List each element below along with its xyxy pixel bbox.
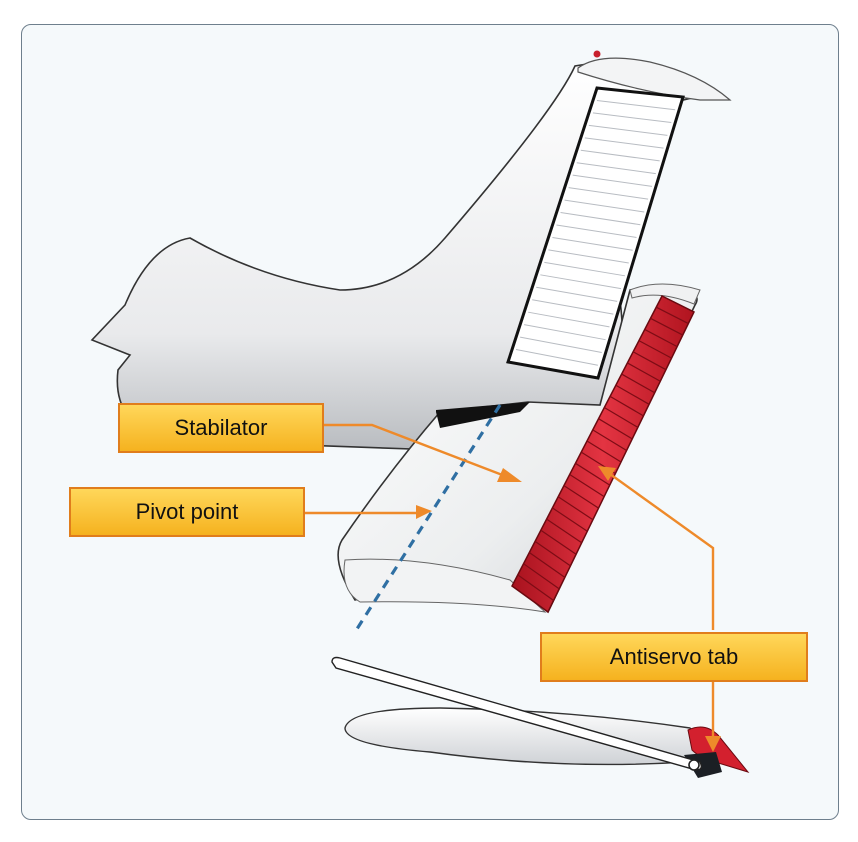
rudder-rib — [556, 224, 637, 238]
rudder-rib — [532, 299, 614, 315]
tab-rib — [609, 395, 644, 417]
rudder-rib — [519, 336, 602, 353]
tab-rib — [534, 540, 571, 567]
tab-rib — [604, 407, 639, 428]
tab-rib — [615, 384, 650, 405]
tab-rib — [627, 362, 661, 382]
tab-rib — [650, 317, 684, 336]
beacon-light — [593, 50, 601, 58]
tab-rib — [569, 473, 605, 498]
tab-rib — [517, 574, 554, 601]
tab-rib — [546, 518, 583, 544]
pivot-axis-line — [353, 404, 502, 633]
rudder-rib — [584, 137, 664, 149]
antiservo-lower-arrowhead — [705, 736, 721, 752]
antiservo-tab-label: Antiservo tab — [609, 644, 739, 669]
tab-rib — [575, 462, 611, 486]
rudder-rib — [540, 274, 622, 290]
tab-rib — [638, 340, 672, 359]
fin-tip-cap — [577, 57, 732, 101]
rudder-rib — [560, 212, 641, 226]
rudder — [506, 86, 685, 380]
tab-rib — [644, 328, 678, 348]
stabilator-label: Stabilator — [174, 415, 268, 440]
rudder-rib — [544, 261, 625, 277]
stabilator-leader — [323, 423, 506, 478]
tab-rib — [552, 507, 588, 532]
rudder-rib — [515, 349, 598, 366]
tab-rib — [621, 373, 655, 394]
tab-rib — [540, 529, 577, 555]
rudder-rib — [536, 286, 618, 302]
pivot-arrowhead — [416, 505, 432, 519]
stabilator-arrowhead — [497, 468, 522, 482]
rudder-rib — [576, 162, 656, 175]
airfoil-section — [331, 656, 750, 778]
pivot-point-callout: Pivot point — [69, 487, 305, 537]
antiservo-upper-arrowhead — [598, 466, 616, 481]
antiservo-tab-surface — [511, 294, 695, 614]
rudder-rib — [524, 324, 606, 341]
rudder-rib — [568, 187, 649, 200]
tab-rib — [528, 552, 566, 578]
antiservo-leader-upper — [609, 473, 715, 630]
tab-rib — [523, 563, 560, 590]
tab-rib — [592, 429, 627, 451]
rudder-rib — [548, 249, 629, 264]
rudder-rib — [580, 149, 660, 162]
rudder-rib — [528, 311, 610, 328]
stabilator-surface — [337, 283, 701, 614]
rudder-rib — [592, 112, 672, 124]
tab-rib — [598, 418, 633, 440]
tab-rib — [586, 440, 622, 463]
tab-rib — [632, 351, 667, 371]
stabilator-callout: Stabilator — [118, 403, 324, 453]
rudder-rib — [572, 174, 653, 187]
tab-rib — [563, 485, 599, 509]
rudder-rib — [588, 124, 668, 136]
leader-arrowheads — [416, 466, 721, 752]
tab-rib — [655, 306, 689, 325]
rudder-rib — [564, 199, 645, 213]
pivot-point-label: Pivot point — [135, 499, 239, 524]
antiservo-tab-callout: Antiservo tab — [540, 632, 808, 682]
rudder-rib — [596, 99, 676, 111]
rudder-rib — [552, 236, 633, 251]
leader-lines — [305, 423, 715, 738]
tab-rib — [557, 496, 594, 521]
